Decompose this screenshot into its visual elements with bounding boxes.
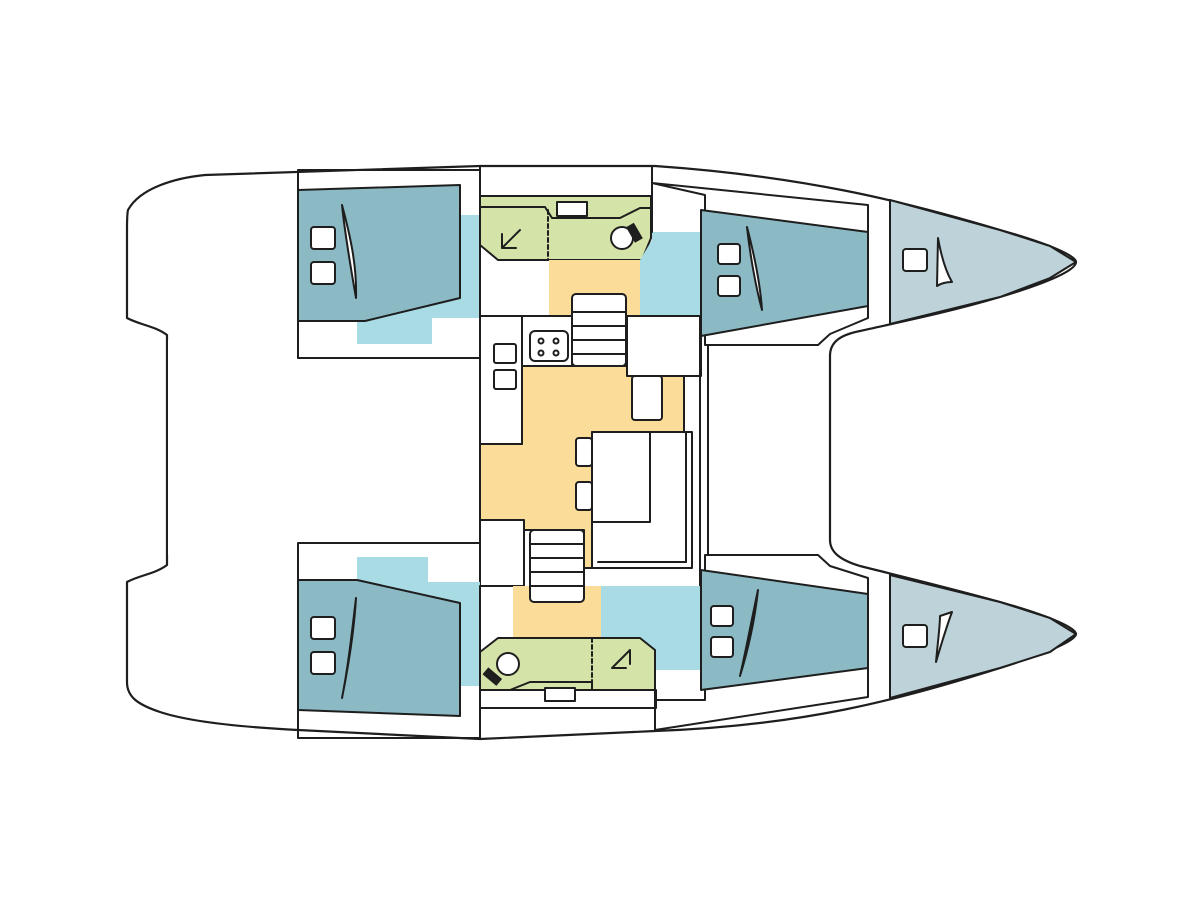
aft-cabin-bottom-bed (297, 579, 461, 717)
toilet-icon (496, 652, 520, 676)
bow-cabin-bottom (889, 574, 1077, 699)
fridge-icon (631, 375, 663, 421)
cooktop-icon (529, 330, 569, 362)
pillow-icon (310, 226, 336, 250)
pillow-icon (902, 624, 928, 648)
burner-icon (537, 337, 545, 345)
head-counter-edge (479, 681, 593, 691)
shower-drain-icon (611, 649, 631, 669)
toilet-tank-icon (482, 667, 503, 686)
toilet-tank-icon (626, 222, 643, 243)
aft-cabin-bottom-floor (357, 557, 480, 686)
aft-cabin-top-bed (297, 184, 461, 322)
duvet-fold-icon (746, 226, 763, 311)
burner-icon (552, 349, 560, 357)
stool-icon (575, 437, 593, 467)
bow-cabin-top (889, 199, 1077, 325)
aft-cabin-top-floor (357, 215, 480, 344)
duvet-fold-icon (936, 237, 953, 287)
pillow-icon (717, 275, 741, 297)
pillow-icon (710, 636, 734, 658)
sink-icon (556, 201, 588, 217)
sink-icon (544, 687, 576, 702)
fwd-cabin-bottom-frame (654, 554, 869, 731)
sink-icon (493, 369, 517, 390)
duvet-fold-icon (935, 611, 953, 663)
fwd-cabin-top-bed (700, 209, 869, 337)
duvet-fold-icon (341, 204, 358, 299)
duvet-fold-icon (739, 589, 759, 677)
stairs-bottom (529, 529, 585, 603)
pillow-icon (717, 243, 741, 265)
pillow-icon (310, 651, 336, 675)
corridor-bottom-floor (601, 586, 700, 670)
corridor-top-floor (640, 232, 700, 316)
dinette-table (591, 431, 651, 523)
burner-icon (552, 337, 560, 345)
pillow-icon (710, 605, 734, 627)
pillow-icon (310, 616, 336, 640)
sink-icon (493, 343, 517, 364)
cockpit-area (168, 340, 478, 555)
nav-station (626, 315, 702, 377)
pillow-icon (902, 248, 928, 272)
stairs-top (571, 293, 627, 367)
shower-drain-icon (501, 229, 521, 249)
burner-icon (537, 349, 545, 357)
duvet-fold-icon (341, 597, 357, 699)
stool-icon (575, 481, 593, 511)
pillow-icon (310, 261, 336, 285)
head-counter-edge (479, 206, 652, 219)
saloon-counter-bottom (479, 519, 525, 587)
